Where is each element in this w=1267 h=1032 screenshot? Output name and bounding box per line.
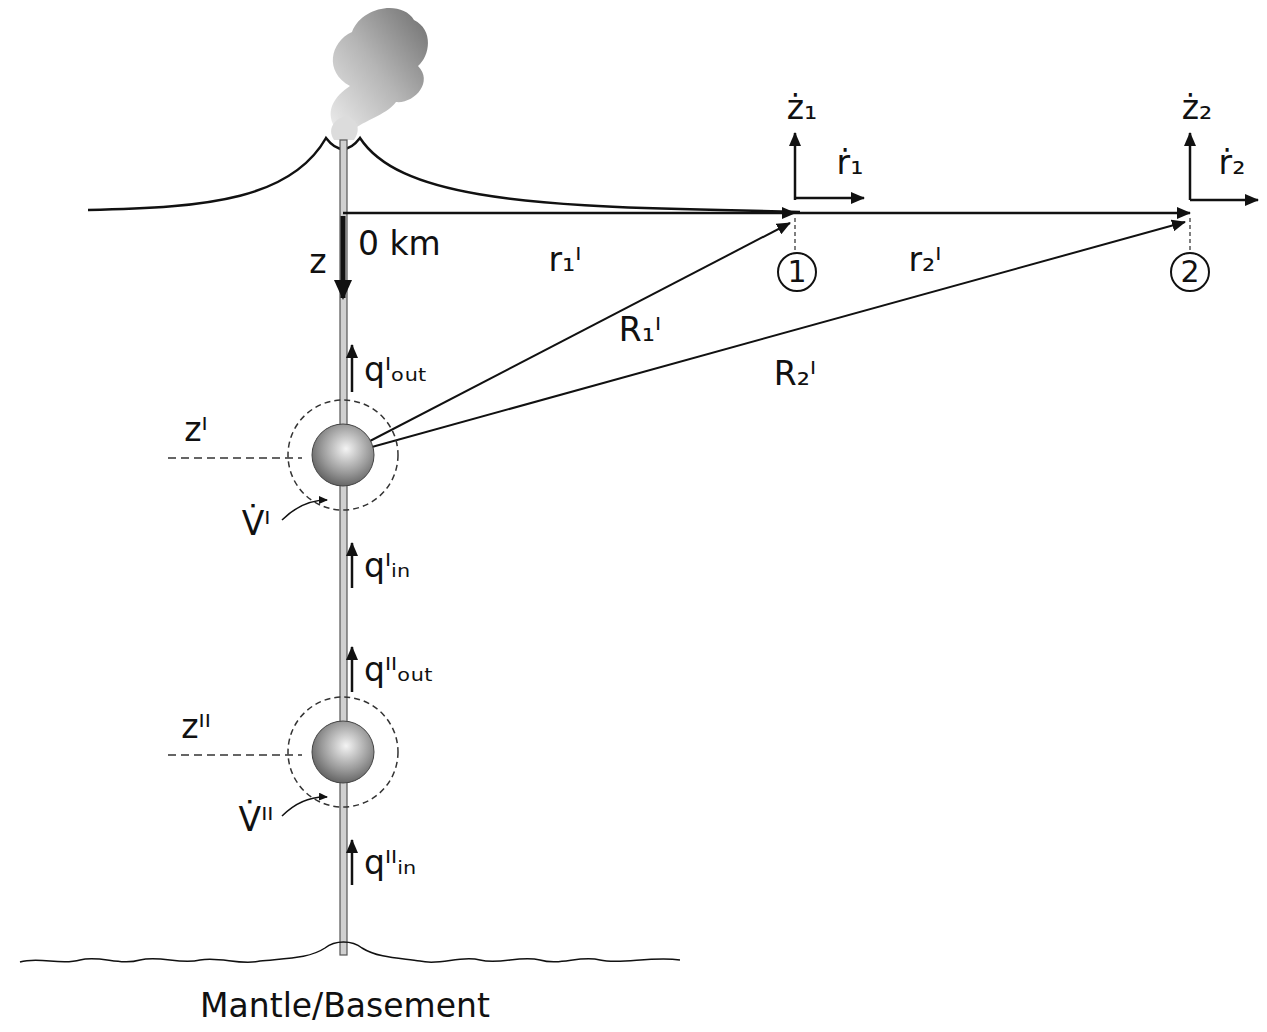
- velocity-label: ż₂: [1182, 90, 1213, 126]
- flux-arrow: [351, 543, 354, 588]
- callout-number: 1: [787, 257, 806, 287]
- leader-line: [282, 797, 327, 816]
- flux-label: qᴵₒᵤₜ: [364, 352, 428, 388]
- velocity-label: ṙ₂: [1219, 145, 1246, 181]
- depth-marker: [168, 457, 302, 459]
- source-region: [288, 697, 398, 807]
- depth-marker: [168, 754, 302, 756]
- axis-label: z: [309, 244, 326, 280]
- flux-arrow: [351, 647, 354, 692]
- station-mark: [794, 218, 796, 250]
- flux-label: qᴵᵢₙ: [364, 548, 410, 584]
- distance-label: r₁ᴵ: [549, 242, 582, 278]
- volume-rate-label: V̇ᴵᴵ: [239, 802, 274, 838]
- flux-label: qᴵᴵₒᵤₜ: [364, 652, 434, 688]
- depth-label: zᴵᴵ: [181, 709, 211, 745]
- flux-label: qᴵᴵᵢₙ: [364, 845, 416, 881]
- callout-number: 2: [1180, 257, 1199, 287]
- volume-rate-label: V̇ᴵ: [242, 506, 271, 542]
- station-number: 1: [777, 252, 817, 292]
- magma-conduit: [340, 140, 347, 955]
- magma-chamber: [312, 721, 374, 783]
- ground-surface: [88, 138, 800, 212]
- vertical-velocity-arrow: [1189, 133, 1192, 200]
- leader-line: [282, 500, 327, 520]
- station-number: 2: [1170, 252, 1210, 292]
- radial-axis: [795, 212, 1190, 215]
- radial-velocity-arrow: [795, 197, 864, 200]
- magma-chamber: [312, 424, 374, 486]
- layer-label: Mantle/Basement: [200, 988, 490, 1024]
- station-mark: [1189, 218, 1191, 250]
- eruption-plume: [331, 8, 428, 140]
- depth-arrow: [341, 216, 346, 298]
- radial-axis: [343, 212, 795, 215]
- distance-label: R₁ᴵ: [619, 312, 661, 348]
- radial-velocity-arrow: [1190, 199, 1258, 202]
- velocity-label: ż₁: [787, 90, 818, 126]
- source-region: [288, 400, 398, 510]
- velocity-label: ṙ₁: [837, 145, 864, 181]
- axis-label: 0 km: [358, 226, 441, 262]
- flux-arrow: [351, 840, 354, 885]
- flux-arrow: [351, 345, 354, 392]
- distance-vector: [343, 222, 1185, 455]
- distance-vector: [343, 223, 790, 455]
- depth-label: zᴵ: [184, 412, 207, 448]
- basement-boundary: [20, 942, 680, 962]
- distance-label: r₂ᴵ: [909, 242, 942, 278]
- vertical-velocity-arrow: [794, 133, 797, 200]
- distance-label: R₂ᴵ: [774, 356, 816, 392]
